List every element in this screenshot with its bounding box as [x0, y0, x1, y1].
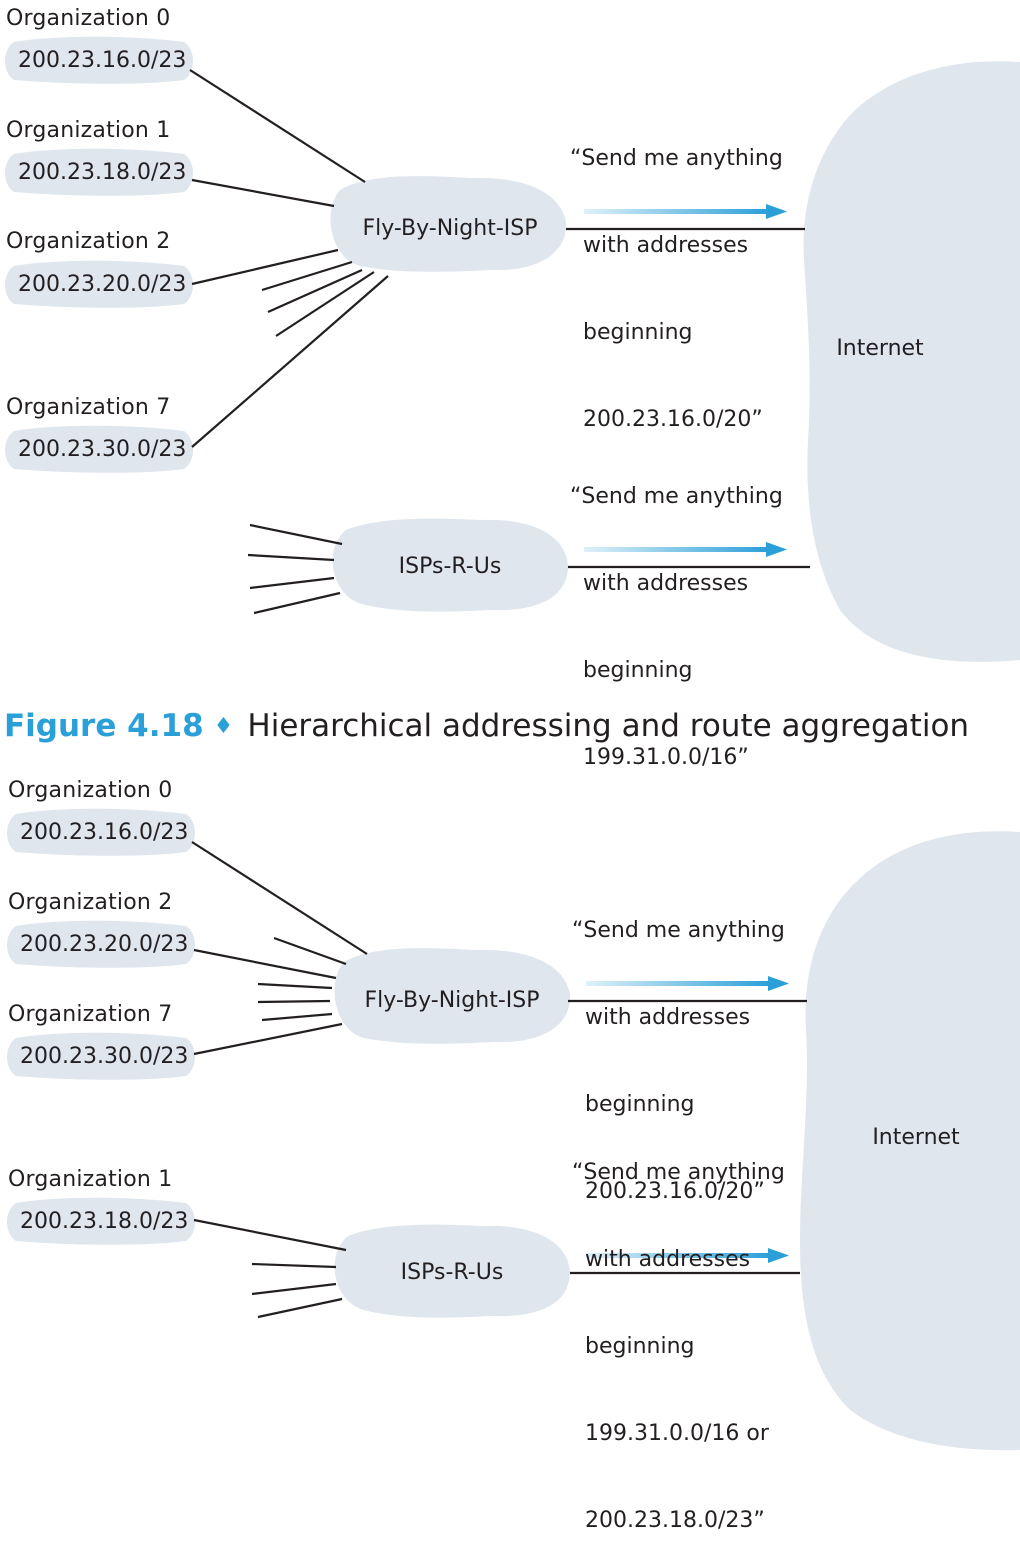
ad-line: with addresses [585, 1247, 751, 1272]
org0-label-bottom: Organization 0 [8, 778, 173, 803]
org0-prefix-blob-bottom [7, 808, 195, 856]
org1-prefix-blob-bottom [7, 1197, 195, 1245]
internet-label-top: Internet [836, 336, 924, 361]
ad-line: beginning [583, 320, 693, 345]
org1-prefix-blob-top [5, 148, 193, 196]
ad-line: with addresses [583, 233, 749, 258]
isps-r-us-cloud-top [332, 518, 568, 612]
figure-caption: Figure 4.18 ♦ Hierarchical addressing and … [4, 706, 969, 750]
figure-number: Figure 4.18 [4, 708, 204, 744]
org1-prefix-top: 200.23.18.0/23 [18, 160, 187, 185]
org7-prefix-top: 200.23.30.0/23 [18, 437, 187, 462]
ad-line: “Send me anything [570, 146, 783, 171]
isps-r-us-label-top: ISPs-R-Us [398, 554, 502, 579]
org7-label-top: Organization 7 [6, 395, 171, 420]
fly-by-night-isp-label-top: Fly-By-Night-ISP [362, 216, 538, 241]
internet-cloud-top [803, 61, 1020, 662]
ad-line: with addresses [583, 571, 749, 596]
ad-line: 199.31.0.0/16” [583, 745, 749, 770]
ad-line: beginning [585, 1092, 695, 1117]
org1-label-top: Organization 1 [6, 118, 171, 143]
org7-prefix-blob-top [5, 425, 193, 473]
internet-label-bottom: Internet [872, 1125, 960, 1150]
advertisement-text-bottom-1: “Send me anything with addresses beginni… [572, 858, 785, 1235]
org2-label-top: Organization 2 [6, 229, 171, 254]
advertisement-text-bottom-2: “Send me anything with addresses beginni… [572, 1100, 785, 1564]
org0-prefix-top: 200.23.16.0/23 [18, 48, 187, 73]
ad-line: “Send me anything [570, 484, 783, 509]
org2-prefix-blob-top [5, 260, 193, 308]
ad-line: 200.23.18.0/23” [585, 1508, 765, 1533]
advertisement-arrow-bottom-1 [586, 976, 789, 991]
ad-line: 200.23.16.0/20” [585, 1179, 765, 1204]
org2-prefix-top: 200.23.20.0/23 [18, 272, 187, 297]
ad-line: beginning [585, 1334, 695, 1359]
advertisement-text-top-2: “Send me anything with addresses beginni… [570, 424, 783, 801]
advertisement-text-top-1: “Send me anything with addresses beginni… [570, 86, 783, 463]
isps-r-us-label-bottom: ISPs-R-Us [400, 1260, 504, 1285]
internet-cloud-bottom [800, 831, 1020, 1451]
route-aggregation-diagram [5, 36, 1020, 1451]
ad-line: 199.31.0.0/16 or [585, 1421, 769, 1446]
advertisement-arrow-bottom-2 [586, 1248, 789, 1263]
caption-diamond-icon: ♦ [213, 714, 234, 739]
ad-line: beginning [583, 658, 693, 683]
top-links [189, 69, 810, 615]
org2-prefix-bottom: 200.23.20.0/23 [20, 932, 189, 957]
org0-prefix-bottom: 200.23.16.0/23 [20, 820, 189, 845]
org0-label-top: Organization 0 [6, 6, 171, 31]
org1-label-bottom: Organization 1 [8, 1167, 173, 1192]
org1-prefix-bottom: 200.23.18.0/23 [20, 1209, 189, 1234]
isps-r-us-cloud-bottom [334, 1224, 570, 1318]
org0-prefix-blob-top [5, 36, 193, 84]
advertisement-arrow-top-2 [584, 542, 787, 557]
fly-by-night-isp-cloud-bottom [334, 948, 571, 1044]
advertisement-arrow-top-1 [584, 204, 787, 219]
org7-prefix-blob-bottom [7, 1032, 195, 1080]
ad-line: with addresses [585, 1005, 751, 1030]
org2-prefix-blob-bottom [7, 920, 195, 968]
ad-line: “Send me anything [572, 1160, 785, 1185]
org7-label-bottom: Organization 7 [8, 1002, 173, 1027]
bottom-links [191, 841, 807, 1319]
org2-label-bottom: Organization 2 [8, 890, 173, 915]
ad-line: “Send me anything [572, 918, 785, 943]
fly-by-night-isp-label-bottom: Fly-By-Night-ISP [364, 988, 540, 1013]
ad-line: 200.23.16.0/20” [583, 407, 763, 432]
figure-title: Hierarchical addressing and route aggreg… [247, 708, 970, 744]
org7-prefix-bottom: 200.23.30.0/23 [20, 1044, 189, 1069]
fly-by-night-isp-cloud-top [330, 176, 567, 272]
